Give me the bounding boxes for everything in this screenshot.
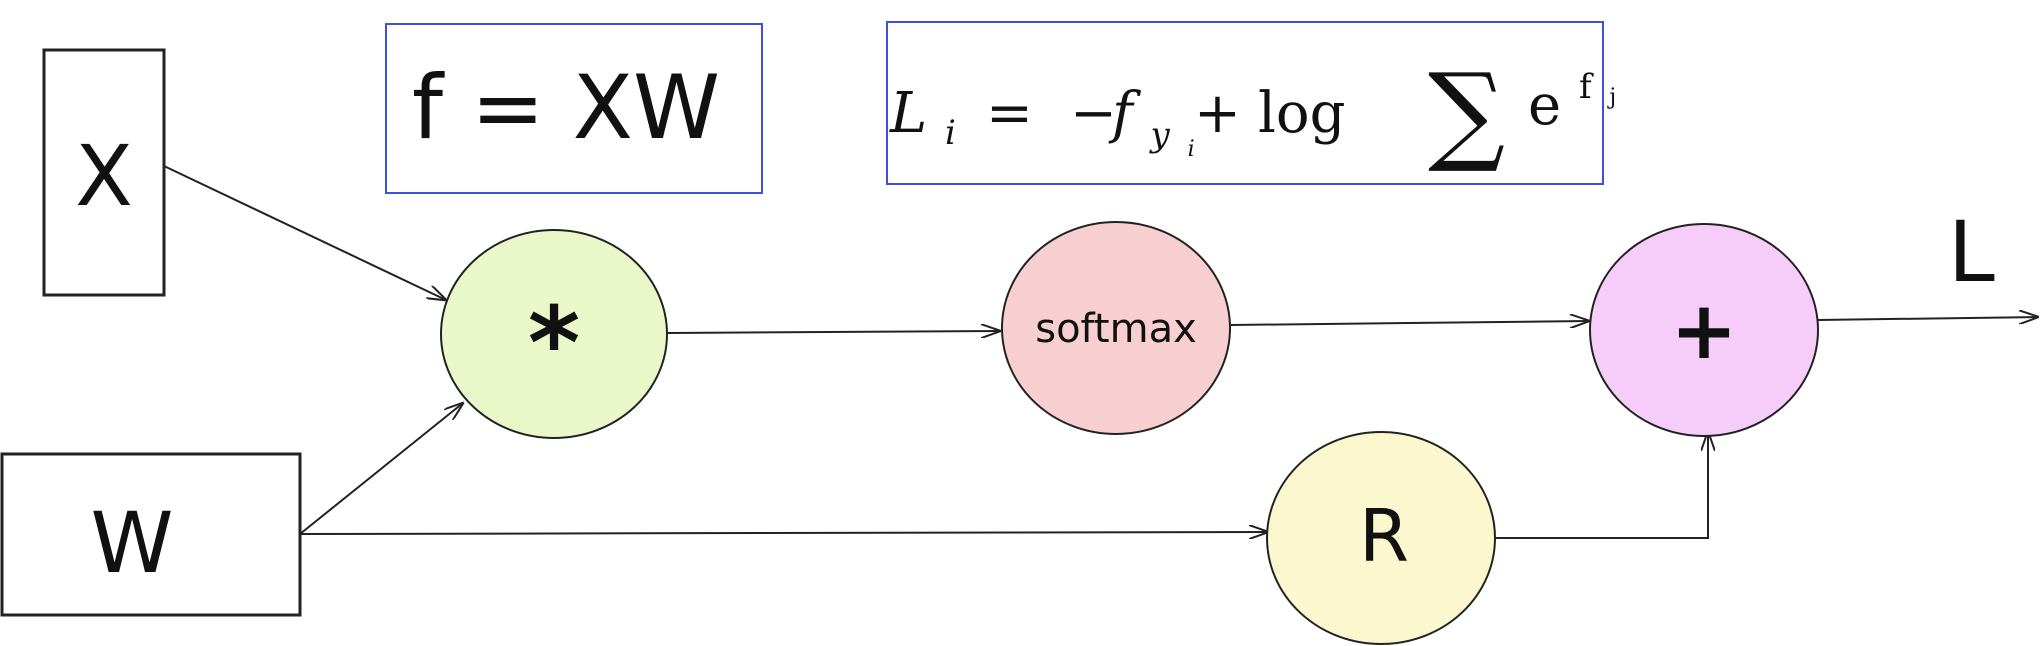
loss-subscript-i: i (945, 113, 956, 153)
add-circle (1589, 223, 1819, 437)
edge-w-to-regularization (299, 532, 1268, 534)
loss-formula-box (886, 21, 1604, 185)
exponent-j: j (1606, 85, 1616, 110)
loss-formula: L i = − f y i + log ∑ e f j (886, 21, 1616, 185)
e-symbol: e (1528, 73, 1561, 138)
add-label: + (1670, 284, 1737, 377)
edge-softmax-to-add (1230, 321, 1589, 325)
softmax-node: softmax (1001, 221, 1231, 435)
softmax-circle (1001, 221, 1231, 435)
multiply-circle (440, 229, 668, 439)
input-x-label: X (75, 127, 133, 225)
log-text: log (1258, 81, 1345, 146)
minus-sign: − (1070, 81, 1117, 146)
plus-sign: + (1194, 81, 1241, 146)
input-x-node: X (42, 48, 166, 297)
output-label: L (1948, 203, 1995, 301)
edge-x-to-multiply (163, 165, 446, 300)
edge-w-to-multiply (299, 403, 463, 535)
regularization-circle (1266, 431, 1496, 645)
regularization-node: R (1266, 431, 1496, 645)
score-formula-box (385, 23, 763, 194)
add-node: + (1589, 223, 1819, 437)
input-x-box (42, 48, 166, 297)
input-w-box (0, 452, 302, 617)
input-w-label: W (90, 494, 173, 592)
multiply-label: * (528, 285, 580, 402)
score-formula: f = XW (385, 23, 763, 194)
y-subscript: y (1149, 115, 1171, 155)
f-symbol: f (1108, 81, 1142, 146)
multiply-node: * (440, 229, 668, 439)
exponent-f: f (1579, 67, 1594, 107)
regularization-label: R (1359, 494, 1409, 578)
input-w-node: W (0, 452, 302, 617)
edge-multiply-to-softmax (667, 331, 1000, 333)
score-formula-text: f = XW (412, 56, 720, 159)
edge-regularization-to-add (1495, 432, 1708, 539)
edges (163, 165, 2038, 539)
i-sub-subscript: i (1188, 137, 1195, 162)
equals-sign: = (986, 81, 1033, 146)
edge-add-to-output (1817, 317, 2038, 320)
loss-symbol: L (889, 81, 927, 146)
loss-formula-text: L i = − f y i + log ∑ e f j (889, 47, 1616, 176)
sum-symbol: ∑ (1428, 51, 1505, 176)
softmax-label: softmax (1035, 306, 1197, 352)
